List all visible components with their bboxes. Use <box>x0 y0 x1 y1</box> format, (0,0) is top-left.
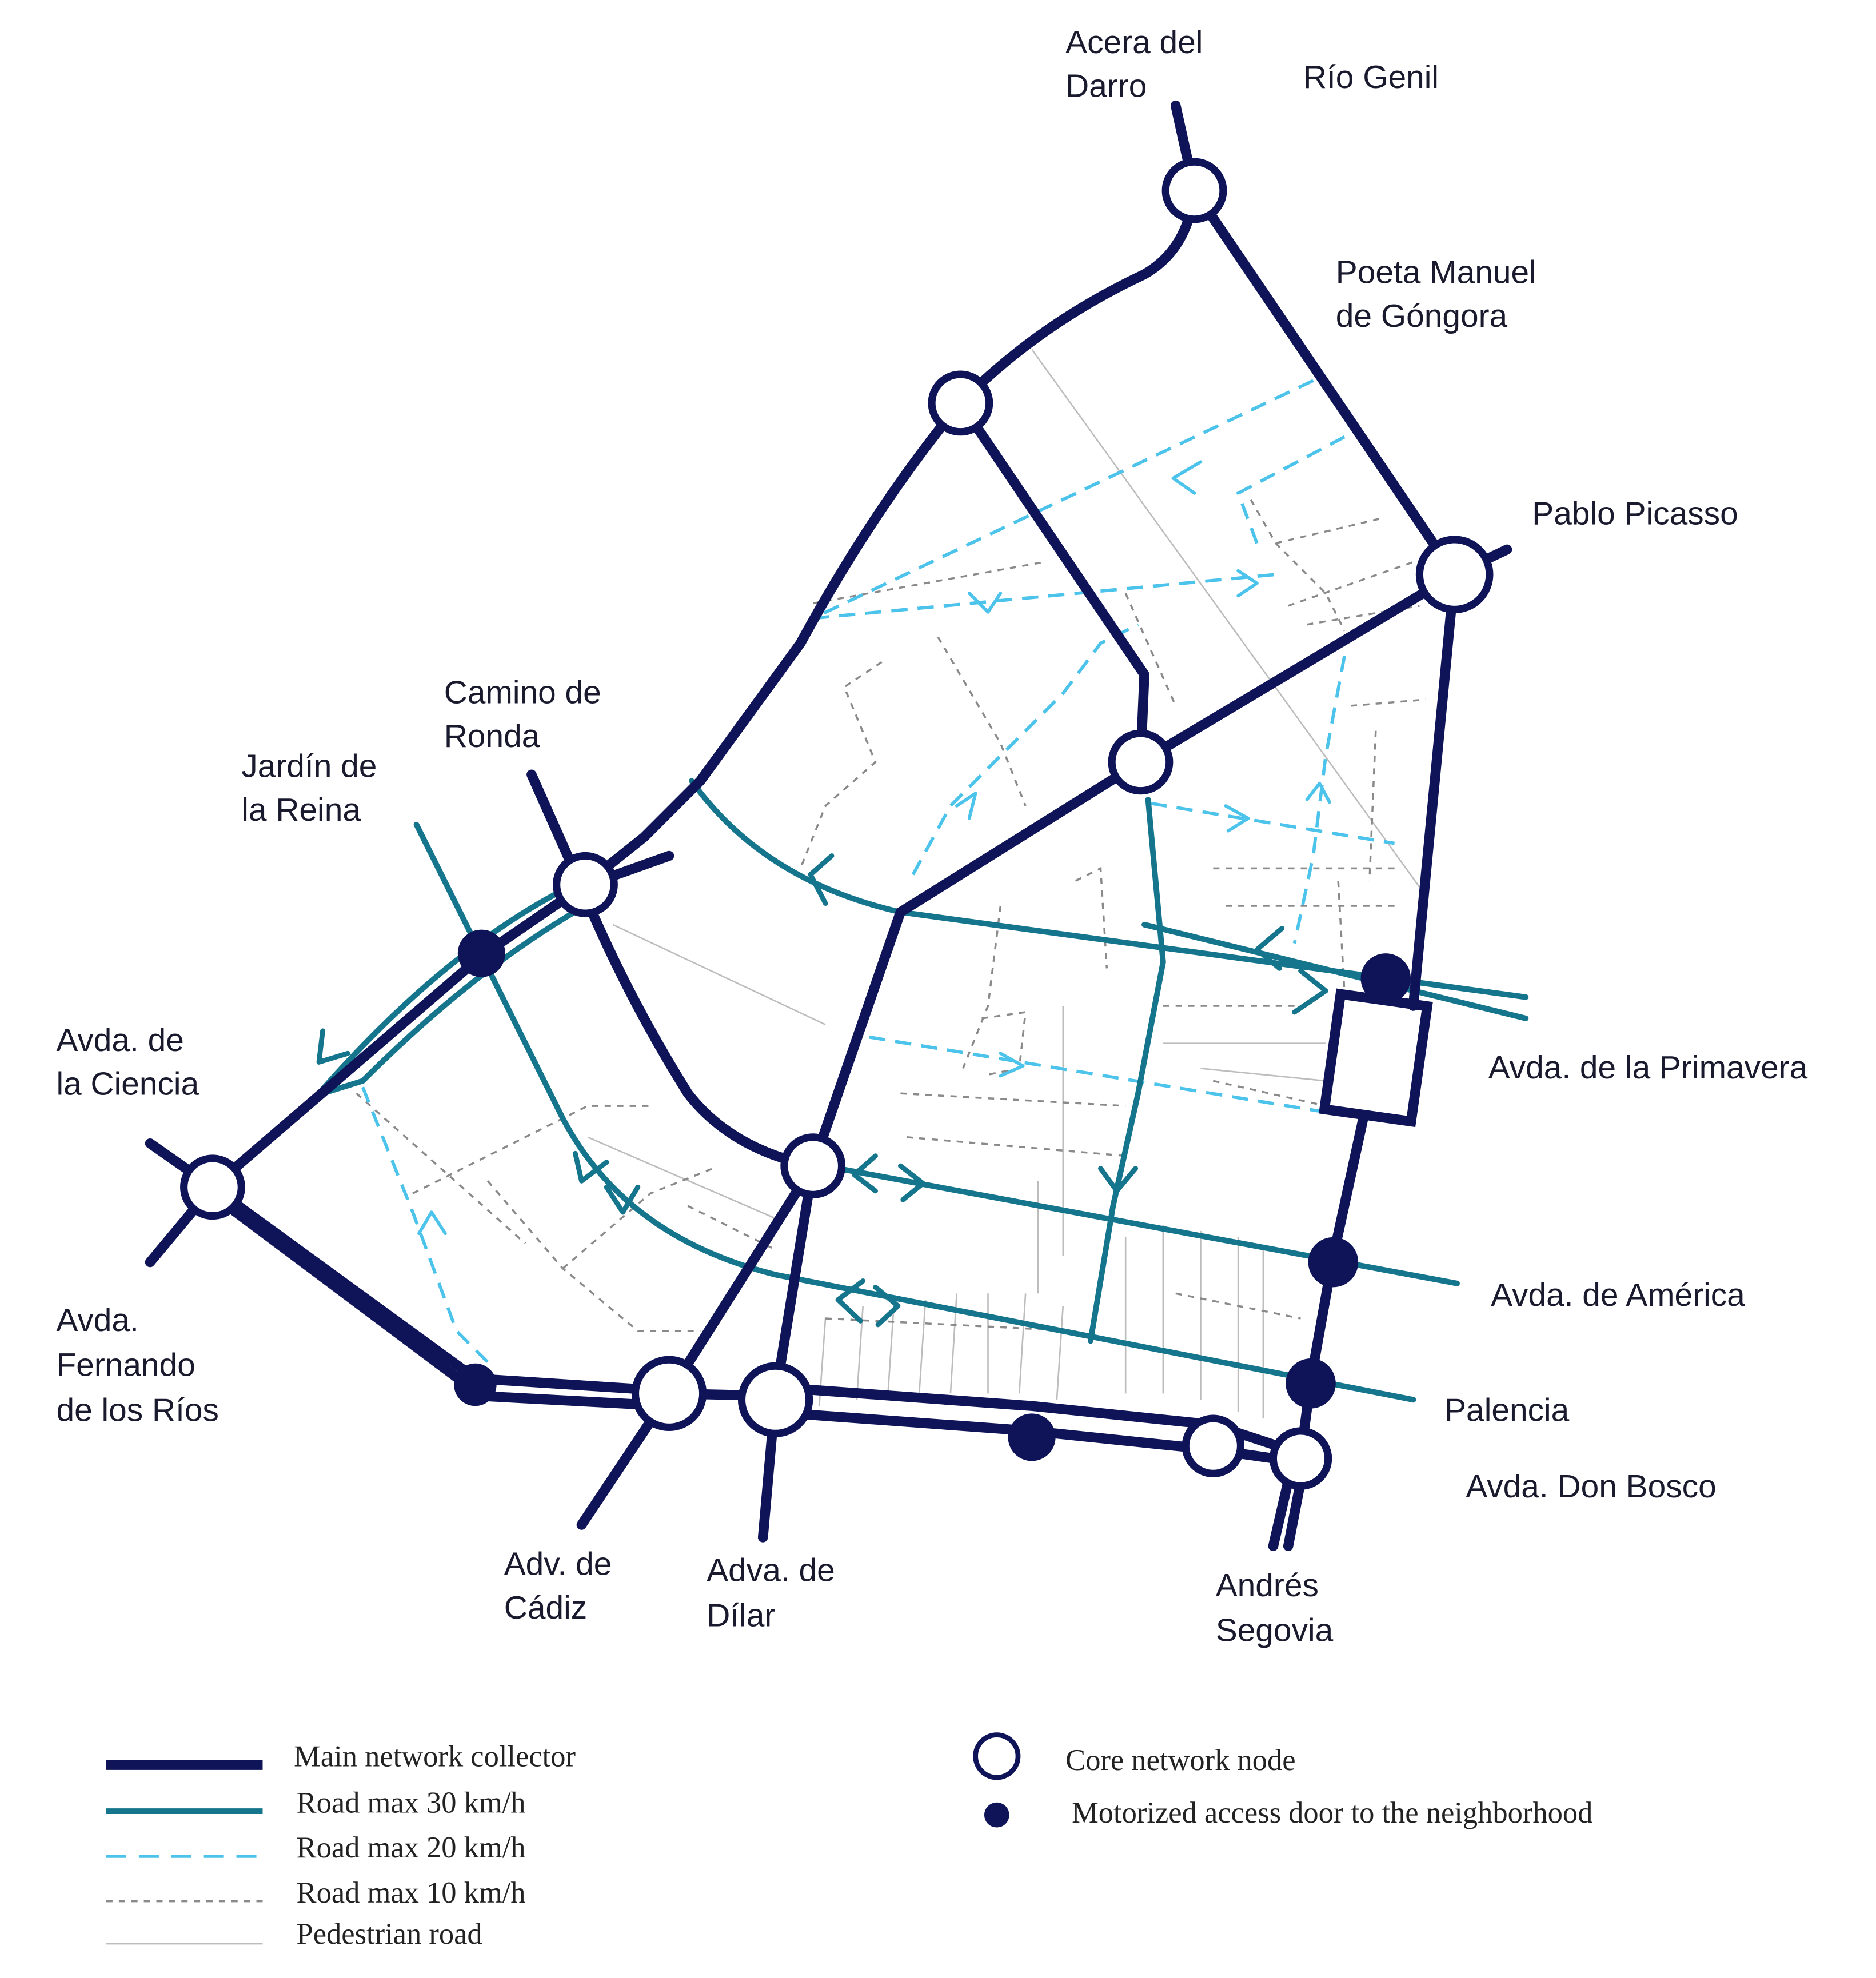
label-poeta: Poeta Manuel <box>1336 254 1536 290</box>
motorized-access-doors <box>454 929 1411 1461</box>
label-andres-segovia: Andrés <box>1216 1568 1319 1604</box>
legend-core-node-icon <box>973 1732 1021 1780</box>
label-fernando: Avda. <box>56 1302 138 1338</box>
label-dilar: Dílar <box>707 1597 775 1633</box>
label-don-bosco: Avda. Don Bosco <box>1466 1469 1716 1505</box>
core-node <box>180 1154 245 1220</box>
legend-label-core-node: Core network node <box>1065 1744 1295 1777</box>
core-node <box>553 852 618 917</box>
access-door <box>1008 1413 1056 1461</box>
label-camino-ronda: Ronda <box>444 718 540 754</box>
access-door <box>1286 1358 1336 1409</box>
roads-10kmh <box>356 499 1426 1332</box>
label-palencia: Palencia <box>1444 1392 1570 1428</box>
core-node <box>631 1356 707 1431</box>
label-dilar: Adva. de <box>707 1553 835 1589</box>
core-node <box>1161 158 1227 223</box>
label-acera-darro: Acera del <box>1065 25 1203 61</box>
direction-arrows <box>316 460 1331 1328</box>
label-fernando: de los Ríos <box>56 1392 219 1428</box>
label-cadiz: Adv. de <box>504 1547 612 1583</box>
legend-label-main: Main network collector <box>294 1740 576 1773</box>
legend-label-pedestrian: Pedestrian road <box>297 1917 482 1951</box>
label-primavera: Avda. de la Primavera <box>1488 1050 1808 1086</box>
label-america: Avda. de América <box>1491 1277 1745 1313</box>
core-node <box>1182 1414 1245 1477</box>
roads-20kmh <box>361 379 1395 1364</box>
legend-label-access-door: Motorized access door to the neighborhoo… <box>1072 1796 1592 1829</box>
access-door <box>454 1363 497 1406</box>
legend-access-door-icon <box>984 1802 1009 1828</box>
core-node <box>1415 536 1494 614</box>
legend: Main network collector Road max 30 km/h … <box>106 1732 1592 1951</box>
core-node <box>1108 729 1174 795</box>
access-door <box>1360 953 1411 1004</box>
label-andres-segovia: Segovia <box>1216 1613 1334 1649</box>
roads-30kmh <box>316 778 1529 1403</box>
label-cadiz: Cádiz <box>504 1590 587 1626</box>
access-door <box>457 929 505 977</box>
core-node <box>780 1133 846 1198</box>
label-acera-darro: Darro <box>1065 68 1147 104</box>
label-camino-ronda: Camino de <box>444 675 601 711</box>
label-poeta: de Góngora <box>1336 298 1508 334</box>
label-fernando: Fernando <box>56 1348 195 1384</box>
core-node <box>928 370 993 436</box>
pedestrian-roads <box>587 349 1420 1419</box>
access-door <box>1308 1237 1359 1288</box>
legend-label-road30: Road max 30 km/h <box>297 1786 526 1819</box>
street-labels: Acera del Darro Río Genil Poeta Manuel d… <box>56 25 1807 1649</box>
legend-label-road20: Road max 20 km/h <box>297 1831 526 1864</box>
core-node <box>737 1362 813 1437</box>
label-ciencia: Avda. de <box>56 1022 183 1058</box>
main-network-box <box>1319 988 1433 1128</box>
core-network-nodes <box>180 158 1494 1490</box>
label-pablo-picasso: Pablo Picasso <box>1532 496 1738 532</box>
legend-label-road10: Road max 10 km/h <box>297 1876 526 1909</box>
label-jardin-reina: la Reina <box>241 792 361 828</box>
label-ciencia: la Ciencia <box>56 1066 199 1102</box>
label-rio-genil: Río Genil <box>1303 59 1439 95</box>
label-jardin-reina: Jardín de <box>241 749 377 785</box>
core-node <box>1269 1427 1332 1490</box>
